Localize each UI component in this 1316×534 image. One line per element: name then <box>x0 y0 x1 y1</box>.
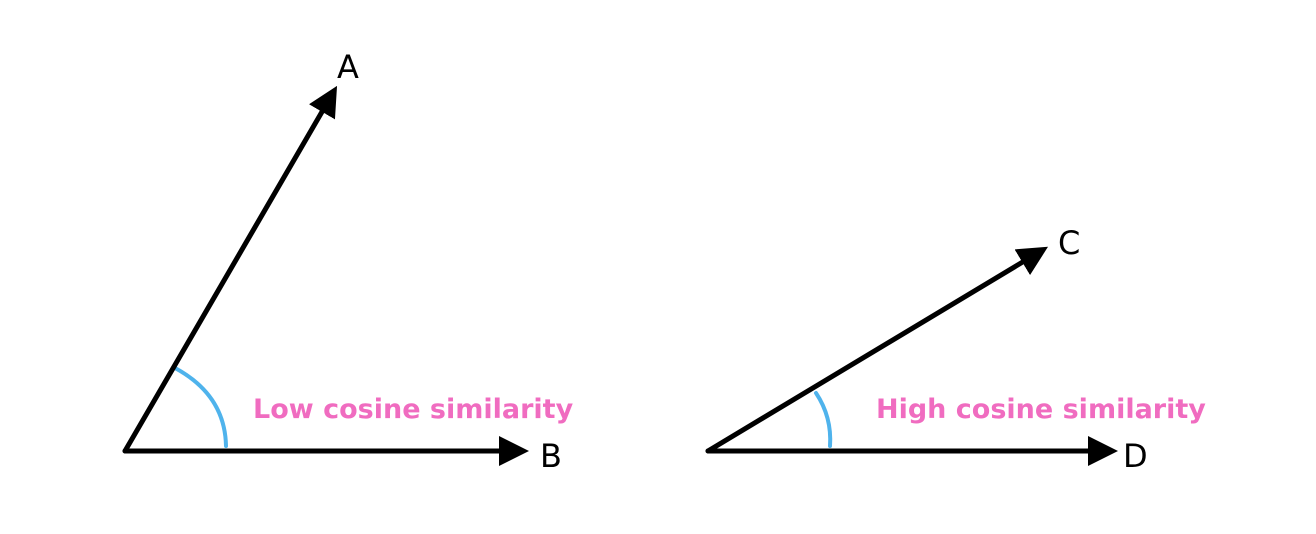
vector-c-label: C <box>1058 224 1080 262</box>
low-similarity-caption: Low cosine similarity <box>253 394 574 425</box>
high-similarity-diagram: C D High cosine similarity <box>705 224 1206 475</box>
angle-arc-right <box>814 391 833 448</box>
angle-arc-left <box>173 366 228 448</box>
low-similarity-diagram: A B Low cosine similarity <box>122 48 574 475</box>
vector-d-label: D <box>1123 437 1148 475</box>
vector-a-label: A <box>337 48 359 86</box>
high-similarity-caption: High cosine similarity <box>876 394 1206 425</box>
vector-b-label: B <box>540 437 562 475</box>
vector-a <box>122 85 338 454</box>
vector-c <box>705 246 1049 454</box>
